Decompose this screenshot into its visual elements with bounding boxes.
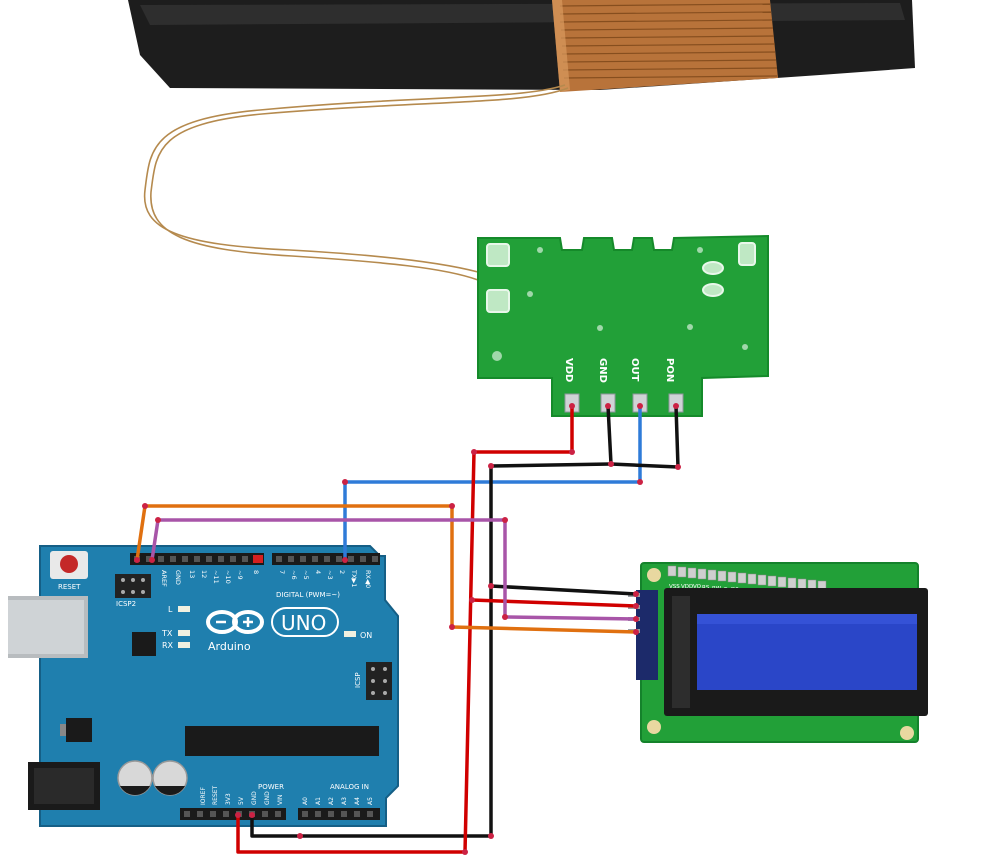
- pin-label-vdd: VDD: [563, 358, 574, 382]
- pin-2: 2: [338, 570, 346, 574]
- pin-9: ~9: [236, 570, 244, 580]
- digital-pwm-label: DIGITAL (PWM=~): [276, 591, 340, 599]
- ferrite-antenna: [128, 0, 915, 281]
- lcd-pin-vss: VSS: [669, 584, 680, 590]
- pin-8: 8: [252, 570, 260, 574]
- led-on-label: ON: [360, 631, 372, 640]
- wire-vdd-module: [236, 404, 574, 854]
- lcd-pin-vo: VO: [693, 584, 702, 590]
- pin-gnd-top: GND: [174, 570, 182, 585]
- pin-10: ~10: [224, 570, 232, 584]
- pin-1-tx: TX▶1: [350, 569, 358, 588]
- icsp2-header: [115, 574, 151, 598]
- atmega-chip: [185, 726, 379, 756]
- lcd-display: VSS VDD VO RS RW E D0 D1 D2 D3 D4 D5 D6 …: [628, 562, 928, 743]
- module-pin-labels: VDD GND OUT PON: [563, 358, 675, 383]
- pin-5v: 5V: [238, 796, 245, 805]
- antenna-lead-wire: [143, 84, 569, 281]
- pin-a3: A3: [341, 797, 348, 805]
- icsp-header: [366, 662, 392, 700]
- uno-badge: UNO: [271, 607, 339, 637]
- pin-11: ~11: [212, 570, 220, 584]
- reset-label: RESET: [58, 583, 81, 591]
- arduino-logo: [206, 610, 264, 634]
- pin-ioref: IOREF: [200, 787, 207, 805]
- lcd-screen: [697, 614, 917, 690]
- icsp-label: ICSP: [354, 672, 362, 688]
- voltage-regulator: [66, 718, 92, 742]
- pin-label-gnd: GND: [597, 358, 608, 383]
- wire-gnd-lcd: [489, 584, 638, 596]
- module-pads: [486, 242, 756, 313]
- pin-4: 4: [314, 570, 322, 574]
- pin-aref: AREF: [160, 570, 168, 587]
- pin-6: ~6: [290, 570, 298, 580]
- pin-label-pon: PON: [664, 358, 675, 382]
- pin-a1: A1: [315, 797, 322, 805]
- pin-13: 13: [188, 570, 196, 578]
- power-header: [180, 808, 286, 820]
- lcd-pin-vdd: VDD: [681, 584, 693, 590]
- pin-a5: A5: [367, 797, 374, 805]
- wires: [134, 403, 681, 855]
- pin-a2: A2: [328, 797, 335, 805]
- pin-a0: A0: [302, 797, 309, 805]
- capacitors: [117, 760, 188, 796]
- pin-reset: RESET: [212, 785, 219, 805]
- power-label: POWER: [258, 783, 284, 791]
- i2c-backpack: [636, 590, 658, 680]
- arduino-wordmark: Arduino: [208, 640, 251, 653]
- dcf77-receiver-module: VDD GND OUT PON: [477, 234, 769, 417]
- wire-vdd-lcd: [470, 598, 638, 608]
- lcd-header-pins: [667, 565, 827, 592]
- led-rx-label: RX: [162, 641, 174, 650]
- pin-5: ~5: [302, 570, 310, 580]
- pin-3: ~3: [326, 570, 334, 580]
- reset-button[interactable]: [50, 551, 88, 579]
- mount-hole: [647, 568, 661, 582]
- pin-12: 12: [200, 570, 208, 578]
- pin-0-rx: RX◀0: [364, 570, 372, 588]
- copper-coil: [552, 0, 778, 92]
- wire-gnd-module: [606, 404, 680, 469]
- pin-gnd-1: GND: [251, 791, 258, 805]
- icsp2-label: ICSP2: [116, 600, 136, 608]
- usb-chip: [132, 632, 156, 656]
- pin-vin: VIN: [277, 795, 284, 805]
- pin-a4: A4: [354, 797, 361, 805]
- arduino-uno-board: RESET ICSP2 AREF GND 13 12 ~11: [8, 545, 399, 827]
- led-tx-label: TX: [161, 629, 173, 638]
- uno-label: UNO: [281, 611, 326, 635]
- pin-label-out: OUT: [629, 358, 640, 382]
- pin-7: 7: [278, 570, 286, 574]
- pin-gnd-2: GND: [264, 791, 271, 805]
- analog-in-label: ANALOG IN: [330, 783, 369, 791]
- led-l-label: L: [168, 605, 173, 614]
- pin-3v3: 3V3: [225, 793, 232, 805]
- status-leds: [178, 606, 356, 648]
